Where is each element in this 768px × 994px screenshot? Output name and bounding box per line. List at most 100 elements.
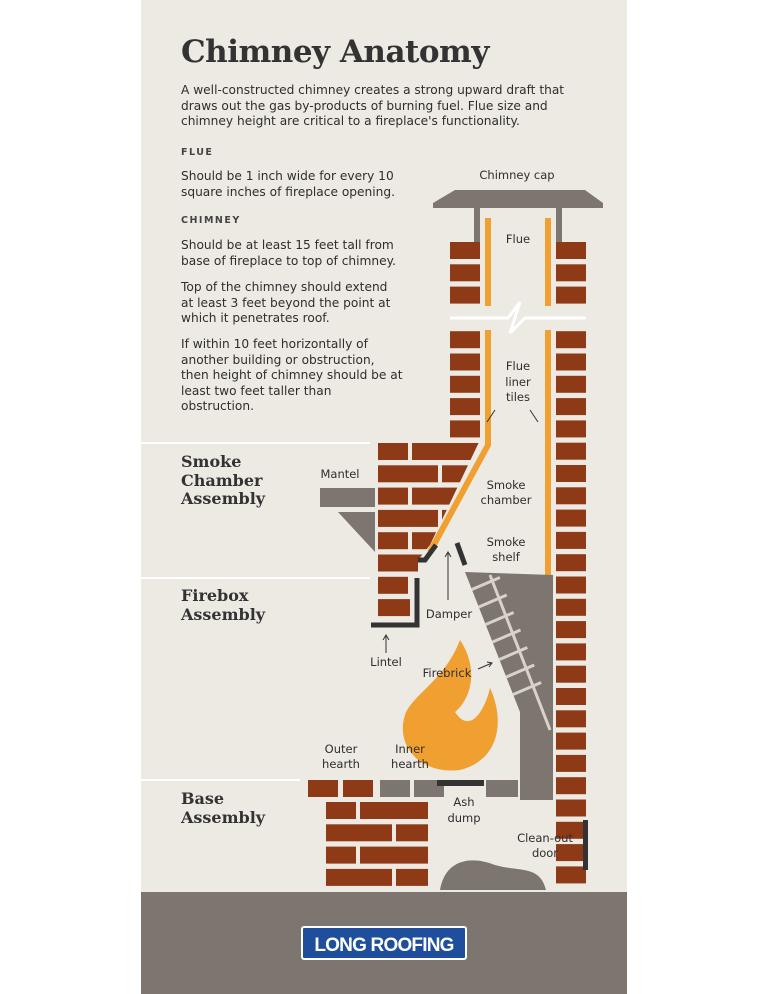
section-firebox: Firebox Assembly	[181, 586, 266, 624]
label-firebrick: Firebrick	[423, 666, 472, 680]
firebrick-joint	[505, 663, 535, 679]
brick	[556, 799, 586, 817]
fire-flame-icon	[402, 640, 498, 771]
break-line	[450, 301, 586, 335]
firebrick-joint	[478, 593, 508, 609]
firebrick-joint	[512, 681, 542, 696]
label-smoke-chamber: chamber	[481, 493, 532, 507]
firebrick-joint	[488, 574, 552, 731]
label-inner-hearth: hearth	[391, 757, 429, 771]
arrow-icon	[382, 409, 539, 670]
brick	[556, 598, 586, 616]
brick	[412, 443, 480, 460]
brick	[556, 554, 586, 572]
brick	[412, 487, 480, 505]
brick	[556, 576, 586, 594]
label-smoke-shelf: Smoke	[487, 535, 526, 549]
cap-post	[474, 208, 480, 242]
brick	[360, 846, 428, 864]
mantel-bracket	[338, 512, 375, 552]
mantel	[320, 488, 375, 507]
brick	[556, 465, 586, 482]
brick	[556, 420, 586, 438]
flue-liner	[485, 218, 551, 575]
brick	[326, 868, 392, 886]
label-clean-out-door: Clean-out	[517, 831, 573, 845]
ash-pile	[440, 860, 546, 890]
brick	[326, 824, 392, 842]
flue-heading: FLUE	[181, 147, 214, 158]
label-smoke-chamber: Smoke	[487, 478, 526, 492]
label-lintel: Lintel	[370, 655, 402, 669]
brick	[556, 353, 586, 371]
brick	[556, 442, 586, 460]
brick	[556, 621, 586, 639]
brick	[378, 443, 408, 460]
brick	[556, 643, 586, 661]
svg-text:LONG ROOFING: LONG ROOFING	[314, 935, 453, 956]
brick	[378, 532, 408, 550]
brick	[556, 509, 586, 527]
intro-text: A well-constructed chimney creates a str…	[181, 83, 565, 128]
brick	[450, 375, 480, 393]
brick	[556, 531, 586, 549]
brick	[378, 487, 408, 505]
label-flue-liner: liner	[505, 375, 531, 389]
brick	[378, 465, 438, 483]
brick	[556, 398, 586, 416]
damper-left	[418, 543, 439, 563]
label-mantel: Mantel	[320, 467, 359, 481]
label-outer-hearth: hearth	[322, 757, 360, 771]
brick	[360, 802, 428, 819]
brick	[396, 868, 428, 886]
brick	[556, 242, 586, 259]
label-flue: Flue	[506, 232, 530, 246]
clean-out-door	[583, 820, 588, 870]
label-smoke-shelf: shelf	[492, 550, 521, 564]
brick	[556, 688, 586, 705]
section-base: Base Assembly	[181, 789, 266, 827]
section-smoke-chamber: Smoke Chamber Assembly	[181, 452, 266, 508]
label-ash-dump: dump	[447, 811, 480, 825]
brick	[556, 777, 586, 795]
brick	[378, 576, 408, 594]
firebrick-joint	[485, 611, 515, 626]
brick	[556, 331, 586, 349]
label-flue-liner: tiles	[506, 390, 530, 404]
label-inner-hearth: Inner	[395, 742, 425, 756]
label-damper: Damper	[426, 607, 472, 621]
firebrick-joint	[491, 628, 522, 644]
chimney-cap	[433, 190, 603, 208]
brick	[556, 710, 586, 728]
page-title: Chimney Anatomy	[181, 34, 489, 70]
brick	[556, 264, 586, 282]
brick	[556, 375, 586, 393]
brick	[450, 242, 480, 259]
brick	[556, 732, 586, 750]
lintel	[371, 578, 420, 628]
smoke-chamber-liner	[427, 440, 491, 554]
brick	[396, 824, 428, 842]
brick	[326, 846, 356, 864]
brick	[556, 821, 586, 839]
chimney-heading: CHIMNEY	[181, 215, 241, 226]
brick	[450, 420, 480, 438]
damper-plate	[454, 542, 468, 566]
label-ash-dump: Ash	[453, 795, 474, 809]
label-chimney-cap: Chimney cap	[479, 168, 554, 182]
label-flue-liner: Flue	[506, 359, 530, 373]
brick	[412, 532, 480, 550]
brick	[450, 264, 480, 282]
brick	[450, 353, 480, 371]
brick	[450, 398, 480, 416]
chimney-text-2: Top of the chimney should extend at leas…	[181, 280, 391, 325]
brick	[556, 487, 586, 505]
brick	[414, 780, 444, 797]
firebrick-joint	[471, 576, 501, 591]
brick	[450, 286, 480, 304]
brick	[380, 780, 410, 797]
brick	[556, 665, 586, 683]
firebrick-wall	[465, 572, 553, 800]
brick	[450, 331, 480, 349]
